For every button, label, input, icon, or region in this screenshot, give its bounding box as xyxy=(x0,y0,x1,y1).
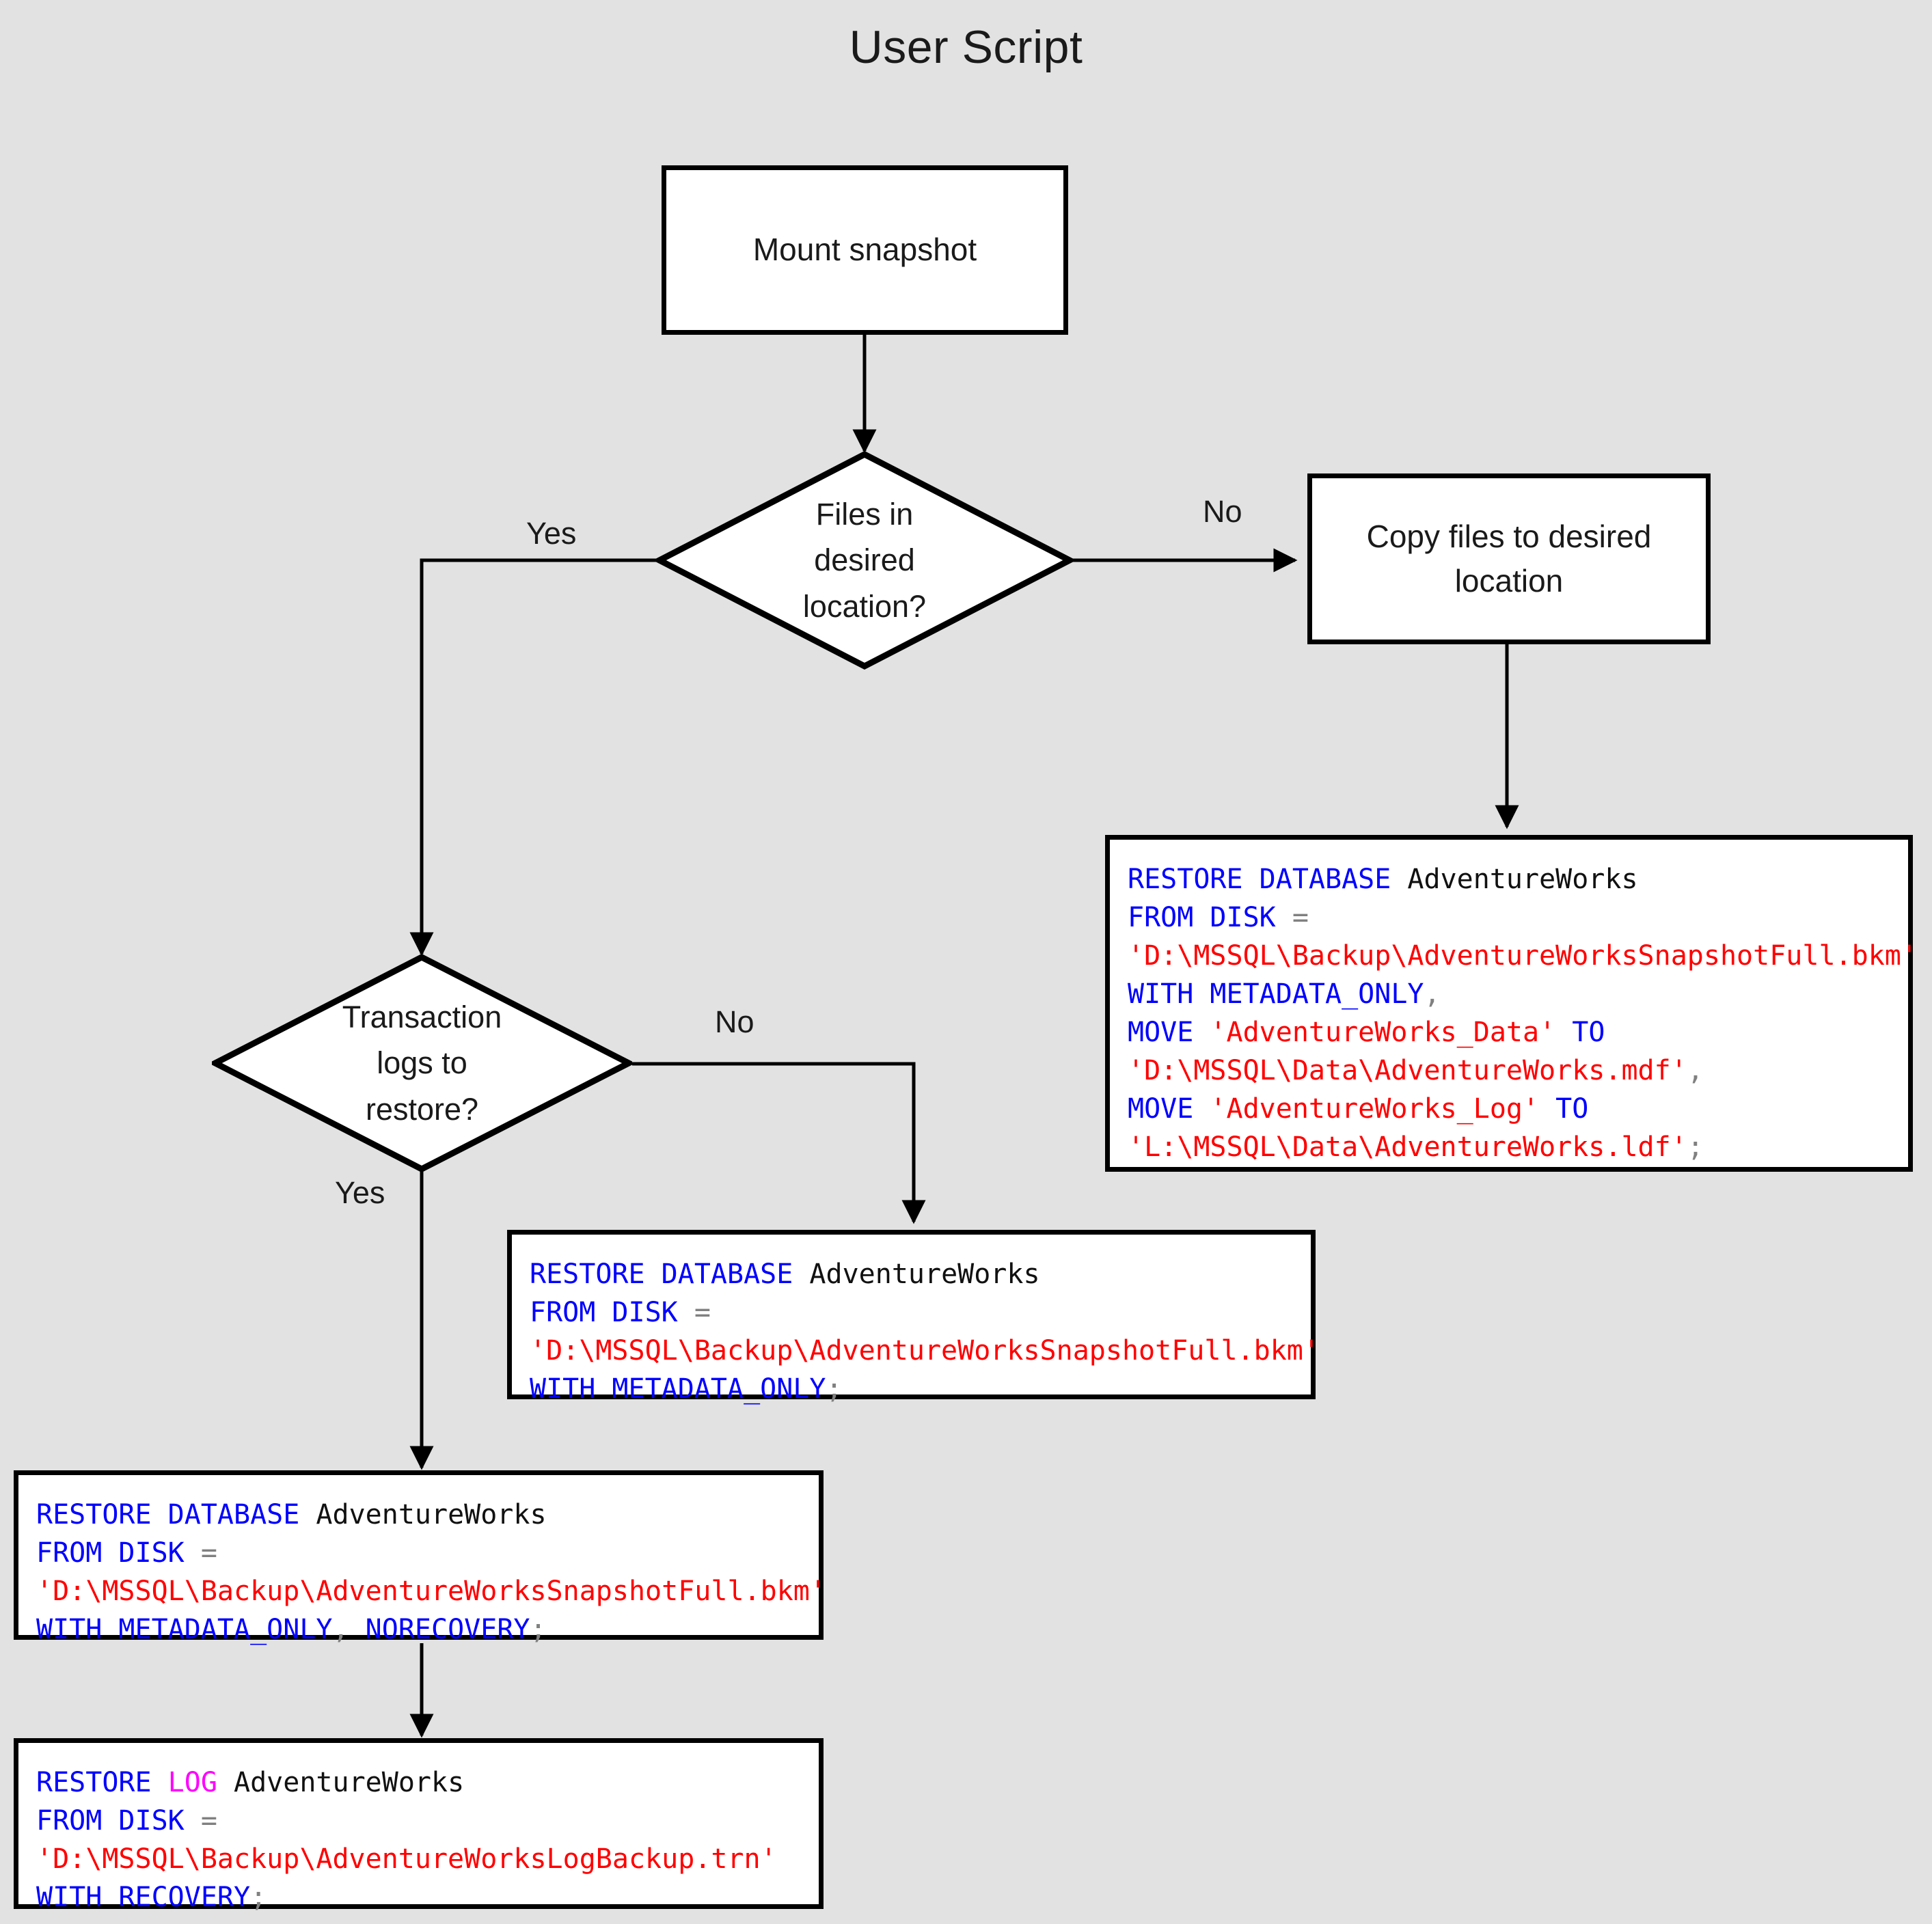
page-title: User Script xyxy=(849,21,1083,73)
node-copy-files-label: Copy files to desired location xyxy=(1366,518,1652,599)
code-block-restore-with-move[interactable]: RESTORE DATABASE AdventureWorks FROM DIS… xyxy=(1105,835,1918,1172)
edge-logs-no xyxy=(632,1062,926,1224)
node-files-in-location[interactable]: Files in desired location? xyxy=(656,451,1073,670)
code-block-restore-metadata-only[interactable]: RESTORE DATABASE AdventureWorks FROM DIS… xyxy=(507,1230,1320,1405)
code-text: RESTORE DATABASE AdventureWorks FROM DIS… xyxy=(36,1499,826,1645)
code-text: RESTORE LOG AdventureWorks FROM DISK = '… xyxy=(36,1767,777,1913)
diamond-shape xyxy=(656,451,1073,670)
code-text: RESTORE DATABASE AdventureWorks FROM DIS… xyxy=(530,1259,1320,1405)
edge-label-logs-yes: Yes xyxy=(335,1175,385,1210)
diamond-shape xyxy=(212,954,632,1172)
node-copy-files[interactable]: Copy files to desired location xyxy=(1307,473,1711,644)
code-text: RESTORE DATABASE AdventureWorks FROM DIS… xyxy=(1128,864,1918,1163)
node-transaction-logs[interactable]: Transaction logs to restore? xyxy=(212,954,632,1172)
edge-label-files-yes: Yes xyxy=(526,516,577,551)
node-mount-snapshot[interactable]: Mount snapshot xyxy=(662,165,1068,335)
code-block-restore-log[interactable]: RESTORE LOG AdventureWorks FROM DISK = '… xyxy=(14,1738,824,1913)
node-mount-snapshot-label: Mount snapshot xyxy=(752,232,977,268)
edge-label-logs-no: No xyxy=(715,1004,754,1039)
code-block-restore-norecovery[interactable]: RESTORE DATABASE AdventureWorks FROM DIS… xyxy=(14,1470,826,1645)
edge-files-yes xyxy=(409,558,656,957)
edge-label-files-no: No xyxy=(1203,494,1242,529)
